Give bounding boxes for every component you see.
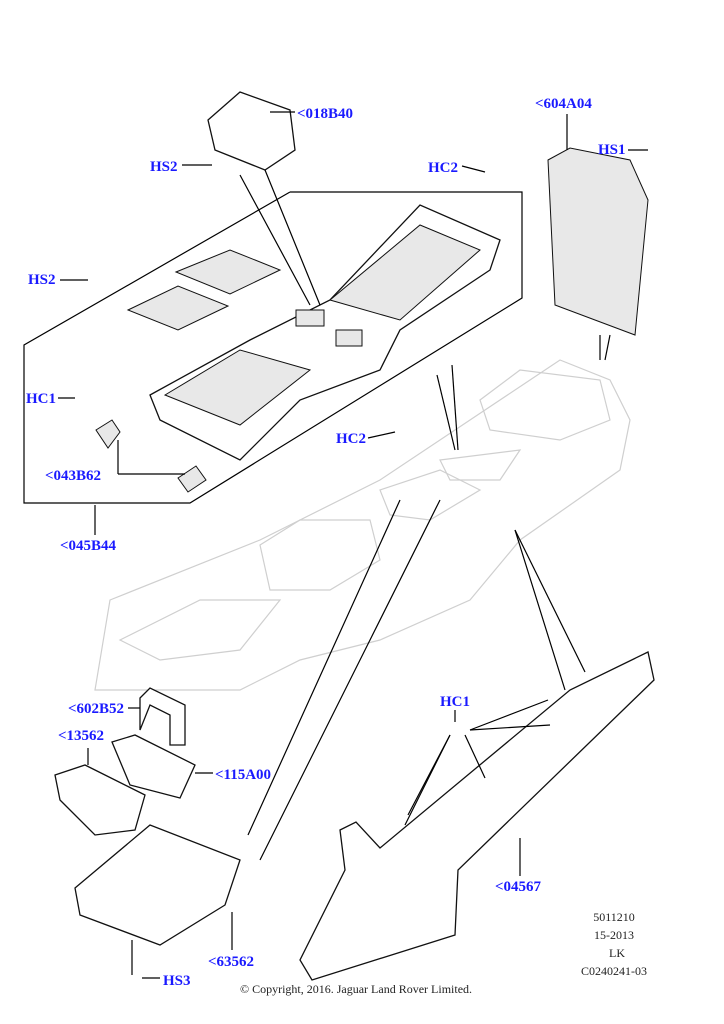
cap-part (177, 465, 207, 493)
assembly-bracket (23, 191, 523, 504)
label-hs3: HS3 (163, 973, 191, 989)
leader-lines (58, 111, 648, 979)
label-602B52: <602B52 (68, 701, 124, 717)
armrest-part (547, 147, 649, 336)
bin-part (111, 734, 196, 799)
trim-part (139, 687, 186, 746)
label-hc2-top: HC2 (428, 160, 458, 176)
diagram-initials: LK (609, 946, 625, 960)
label-hc2-mid: HC2 (336, 431, 366, 447)
cupholder-part (54, 764, 146, 836)
label-hc1-mat: HC1 (440, 694, 470, 710)
label-045B44: <045B44 (60, 538, 117, 554)
tray-panel (174, 249, 282, 295)
cupholder-mechanism-part (74, 824, 241, 946)
label-hs2-left: HS2 (28, 272, 56, 288)
copyright: © Copyright, 2016. Jaguar Land Rover Lim… (240, 982, 472, 996)
console-top-part (149, 204, 501, 461)
label-604A04: <604A04 (535, 96, 592, 112)
label-018B40: <018B40 (297, 106, 353, 122)
label-hc1-left: HC1 (26, 391, 56, 407)
label-13562: <13562 (58, 728, 104, 744)
label-hs1: HS1 (598, 142, 626, 158)
tray-panel (126, 285, 230, 331)
switch-pack-part (207, 91, 296, 171)
floor-mat-part (299, 651, 655, 981)
label-hs2-top: HS2 (150, 159, 178, 175)
label-04567: <04567 (495, 879, 542, 895)
diagram-ref: C0240241-03 (581, 964, 647, 978)
label-043B62: <043B62 (45, 468, 101, 484)
diagram-code: 5011210 (593, 910, 635, 924)
cap-part (95, 419, 121, 449)
label-115A00: <115A00 (215, 767, 271, 783)
console-outline-ghost (94, 359, 631, 691)
diagram-date: 15-2013 (594, 928, 634, 942)
label-63562: <63562 (208, 954, 254, 970)
